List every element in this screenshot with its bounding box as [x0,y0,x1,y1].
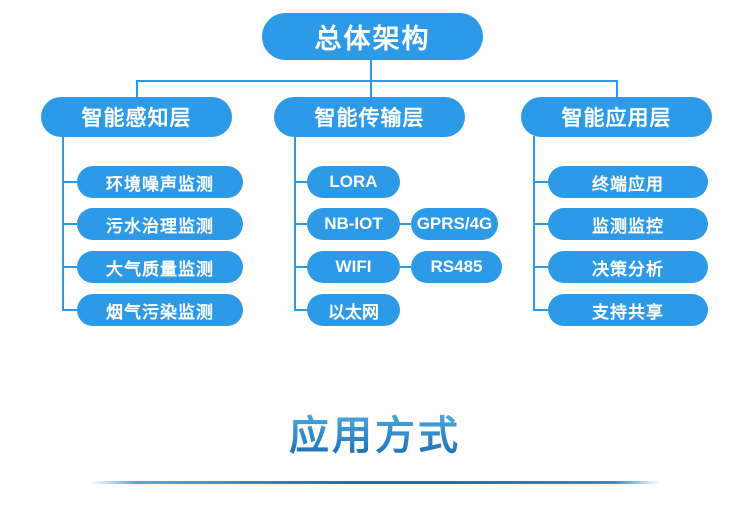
branch-node-perception-layer: 智能感知层 [41,97,232,137]
connector-line [533,223,548,225]
connector-line [294,309,307,311]
connector-line [62,181,77,183]
connector-line [533,309,548,311]
child-node-sewage-monitoring: 污水治理监测 [77,208,243,240]
child-node-monitoring-control: 监测监控 [548,208,708,240]
child-node-sharing-support: 支持共享 [548,294,708,326]
child-node-ethernet: 以太网 [307,294,400,326]
connector-line [294,266,307,268]
branch-node-transmission-layer: 智能传输层 [274,97,465,137]
connector-line [400,223,411,225]
connector-line [62,223,77,225]
child-node-wifi: WIFI [307,251,400,283]
connector-line [136,80,618,82]
connector-line [533,266,548,268]
child-node-air-quality-monitoring: 大气质量监测 [77,251,243,283]
child-node-nb-iot: NB-IOT [307,208,400,240]
section-title-application-method: 应用方式 [0,412,750,460]
connector-line [136,80,138,98]
child-node-env-noise-monitoring: 环境噪声监测 [77,166,243,198]
child-node-decision-analysis: 决策分析 [548,251,708,283]
child-node-gprs-4g: GPRS/4G [411,208,498,240]
connector-line [400,266,411,268]
connector-line [294,181,307,183]
child-node-lora: LORA [307,166,400,198]
connector-line [62,309,77,311]
connector-line [533,181,548,183]
root-node-overall-architecture: 总体架构 [262,13,483,60]
connector-line [616,80,618,98]
child-node-terminal-application: 终端应用 [548,166,708,198]
connector-line [370,59,372,82]
child-node-rs485: RS485 [411,251,502,283]
child-node-flue-gas-monitoring: 烟气污染监测 [77,294,243,326]
branch-node-application-layer: 智能应用层 [521,97,712,137]
connector-line [294,223,307,225]
section-divider-line [90,481,660,484]
connector-line [62,266,77,268]
connector-line [370,80,372,98]
